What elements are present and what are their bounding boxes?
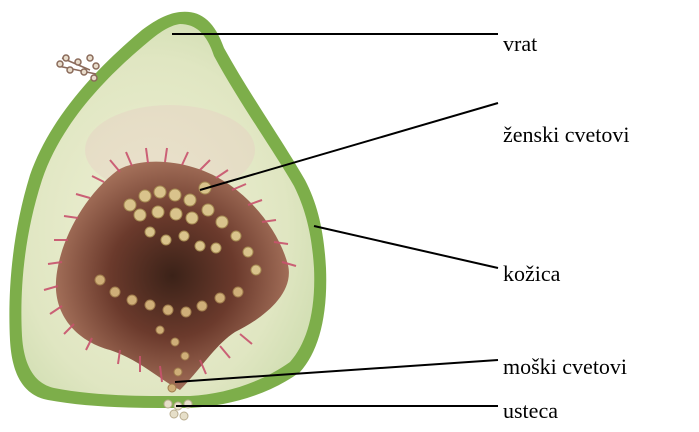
label-moski-cvetovi: moški cvetovi bbox=[503, 356, 627, 378]
label-kozica: kožica bbox=[503, 263, 560, 285]
label-vrat: vrat bbox=[503, 33, 537, 55]
leader-line-kozica bbox=[314, 226, 498, 268]
label-usteca: usteca bbox=[503, 400, 558, 422]
ostiole bbox=[164, 400, 192, 420]
detached-floret bbox=[57, 55, 99, 81]
label-zenski-cvetovi: ženski cvetovi bbox=[503, 124, 629, 146]
